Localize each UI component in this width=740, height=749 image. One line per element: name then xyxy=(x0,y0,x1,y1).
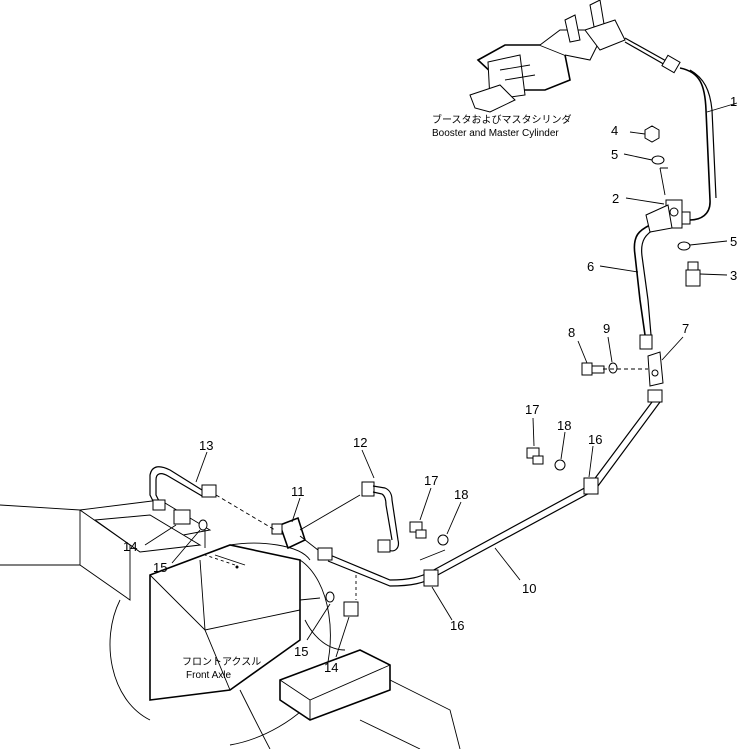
bolt-17b xyxy=(409,521,427,539)
tube-13 xyxy=(149,466,276,531)
callout-13: 13 xyxy=(199,438,213,453)
washer-5a xyxy=(651,155,665,165)
callout-3: 3 xyxy=(730,268,737,283)
tee-11 xyxy=(271,494,361,551)
bolt-17a xyxy=(526,447,544,465)
callout-7: 7 xyxy=(682,321,689,336)
callout-1: 1 xyxy=(730,94,737,109)
callout-17-lower: 17 xyxy=(424,473,438,488)
bolt-8 xyxy=(581,362,605,376)
clamp-16b xyxy=(423,569,439,587)
booster-master-cylinder xyxy=(469,0,669,113)
callout-14-right: 14 xyxy=(324,660,338,675)
washer-5b xyxy=(677,241,691,251)
leader-lines xyxy=(144,102,738,658)
callout-14-left: 14 xyxy=(123,539,137,554)
callout-9: 9 xyxy=(603,321,610,336)
oring-15b xyxy=(325,591,335,603)
washer-18a xyxy=(554,459,566,471)
bracket-7 xyxy=(647,351,664,387)
washer-18b xyxy=(437,534,449,546)
callout-8: 8 xyxy=(568,325,575,340)
callout-4: 4 xyxy=(611,123,618,138)
elbow-14a xyxy=(173,509,191,525)
booster-label-en: Booster and Master Cylinder xyxy=(432,128,559,139)
elbow-14b xyxy=(343,601,359,617)
tube-12 xyxy=(361,481,400,553)
callout-5-lower: 5 xyxy=(730,234,737,249)
callout-5-upper: 5 xyxy=(611,147,618,162)
callout-11: 11 xyxy=(291,484,305,499)
bracket-2 xyxy=(645,167,683,233)
hose-1 xyxy=(661,54,717,225)
bolt-3 xyxy=(685,261,701,287)
callout-10: 10 xyxy=(522,581,536,596)
callout-6: 6 xyxy=(587,259,594,274)
front-axle xyxy=(0,499,461,749)
callout-2: 2 xyxy=(612,191,619,206)
axle-label-en: Front Axle xyxy=(186,670,231,681)
callout-16-upper: 16 xyxy=(588,432,602,447)
callout-18-lower: 18 xyxy=(454,487,468,502)
callout-18-upper: 18 xyxy=(557,418,571,433)
washer-9 xyxy=(608,362,618,374)
clamp-16a xyxy=(583,477,599,495)
callout-16-lower: 16 xyxy=(450,618,464,633)
callout-12: 12 xyxy=(353,435,367,450)
axle-label-jp: フロントアクスル xyxy=(182,656,261,668)
callout-15-right: 15 xyxy=(294,644,308,659)
callout-15-left: 15 xyxy=(153,560,167,575)
booster-label-jp: ブースタおよびマスタシリンダ xyxy=(432,113,572,126)
hose-6 xyxy=(633,224,657,350)
callout-17-upper: 17 xyxy=(525,402,539,417)
oring-15a xyxy=(198,519,208,531)
nut-4 xyxy=(644,125,660,143)
